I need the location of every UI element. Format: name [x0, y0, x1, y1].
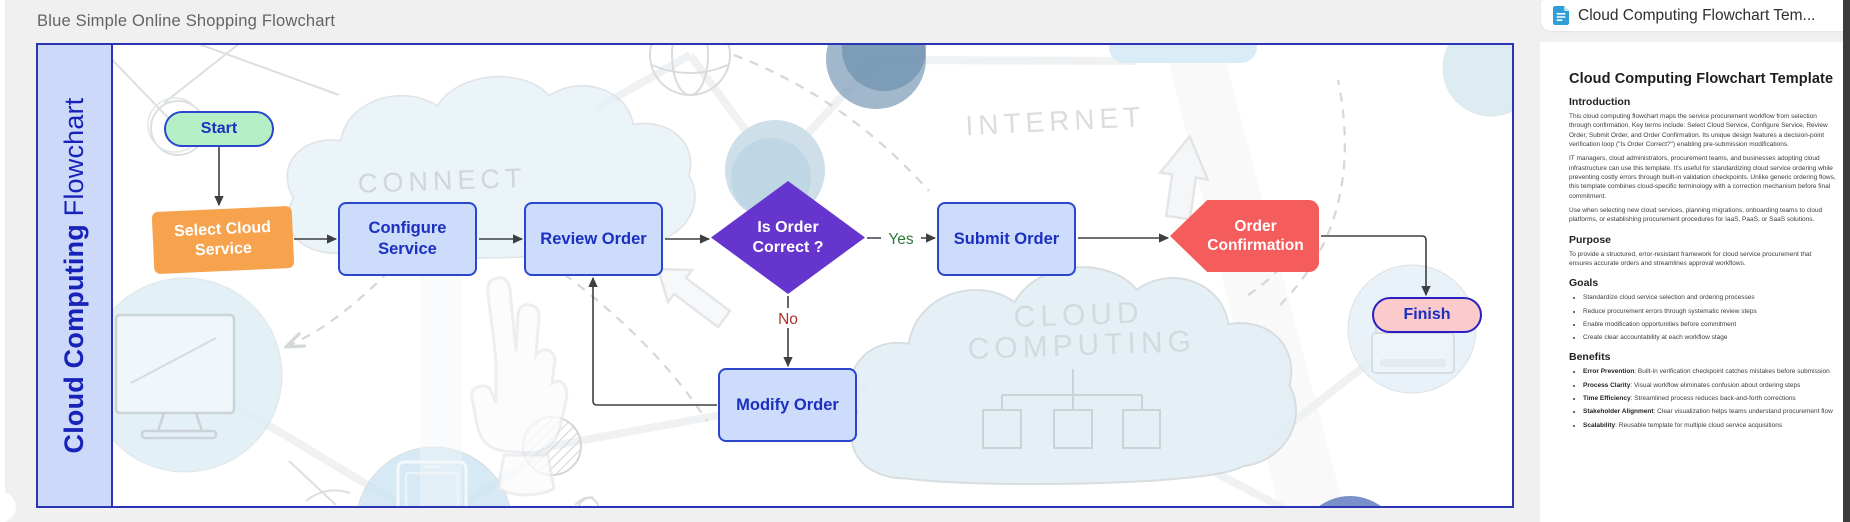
benefit-item: Process Clarity: Visual workflow elimina…: [1583, 381, 1836, 390]
node-modify-order[interactable]: Modify Order: [718, 368, 857, 442]
document-tab[interactable]: Cloud Computing Flowchart Tem...: [1541, 0, 1844, 31]
node-submit-order[interactable]: Submit Order: [937, 202, 1076, 276]
goal-item: Create clear accountability at each work…: [1583, 333, 1836, 342]
doodle-circle-dark: [826, 43, 926, 109]
goal-item: Standardize cloud service selection and …: [1583, 293, 1836, 302]
document-tab-title: Cloud Computing Flowchart Tem...: [1578, 6, 1816, 24]
benefit-term: Scalability: [1583, 421, 1616, 429]
purpose-paragraph: To provide a structured, error-resistant…: [1569, 250, 1812, 268]
node-label: Review Order: [540, 229, 647, 248]
doodle-cloud-topright: [1109, 43, 1257, 63]
goal-item: Reduce procurement errors through system…: [1583, 307, 1836, 316]
intro-paragraph: Use when selecting new cloud services, p…: [1569, 206, 1823, 224]
document-panel[interactable]: Cloud Computing Flowchart Template Intro…: [1540, 42, 1844, 522]
benefit-term: Process Clarity: [1583, 381, 1631, 389]
sidebar-title-regular: Flowchart: [59, 97, 89, 225]
document-title: Cloud Computing Flowchart Template: [1569, 71, 1834, 87]
doodle-swirl: [574, 496, 600, 508]
doodle-arrow-up: [1157, 133, 1210, 221]
doodle-arc-bottom: [305, 489, 351, 502]
benefit-item: Error Prevention: Built-in verification …: [1583, 367, 1836, 376]
benefit-item: Time Efficiency: Streamlined process red…: [1583, 394, 1836, 403]
doodle-dashed-arc-mid: [563, 273, 708, 422]
doodle-circle-bottomdark: [1316, 496, 1384, 508]
no-label-bg[interactable]: [773, 308, 803, 328]
window-left-edge: [0, 0, 5, 522]
doodle-dashed-arc-right: [1279, 79, 1347, 306]
node-label: Start: [200, 120, 238, 137]
doodle-cloud-word1: CLOUD: [1013, 296, 1144, 334]
doodle-cloud-word2: COMPUTING: [967, 325, 1196, 366]
edge-modify-review[interactable]: [588, 276, 717, 406]
edge-no-label[interactable]: No: [778, 311, 798, 328]
sidebar-title: Cloud Computing Flowchart: [36, 43, 113, 508]
edge-yes-label[interactable]: Yes: [888, 231, 914, 248]
sidebar-title-bold: Cloud Computing: [59, 224, 89, 454]
doodle-hand-cursor: [420, 260, 569, 508]
node-finish[interactable]: Finish: [1372, 297, 1482, 333]
doodle-monitor: [87, 277, 283, 473]
benefit-term: Time Efficiency: [1583, 394, 1631, 402]
doodle-connect-text: CONNECT: [357, 163, 526, 199]
benefit-item: Scalability: Reusable template for multi…: [1583, 421, 1836, 430]
intro-paragraph: IT managers, cloud administrators, procu…: [1569, 155, 1836, 200]
window-right-edge: [1843, 0, 1850, 522]
benefit-term: Error Prevention: [1583, 368, 1635, 376]
node-label: Submit Order: [953, 229, 1060, 248]
benefit-item: Stakeholder Alignment: Clear visualizati…: [1583, 407, 1836, 416]
goals-heading: Goals: [1569, 277, 1599, 290]
yes-label-bg[interactable]: [881, 228, 921, 248]
flowchart-canvas[interactable]: CONNECT INTERNET: [36, 43, 1514, 508]
intro-heading: Introduction: [1569, 96, 1631, 108]
benefit-desc: : Clear visualization helps teams unders…: [1653, 408, 1833, 416]
doodle-server-tree: [982, 369, 1161, 449]
benefit-desc: : Streamlined process reduces back-and-f…: [1630, 394, 1796, 402]
edge-confirm-finish[interactable]: [1321, 235, 1431, 297]
doodle-diagonal-band: [1164, 43, 1344, 508]
node-review-order[interactable]: Review Order: [524, 202, 663, 276]
benefit-desc: : Built-in verification checkpoint catch…: [1634, 368, 1830, 376]
node-label: Finish: [1403, 306, 1451, 323]
benefits-heading: Benefits: [1569, 351, 1611, 364]
canvas-sidebar: Cloud Computing Flowchart: [36, 43, 113, 508]
doodle-tablet: [357, 446, 511, 508]
node-label: Modify Order: [736, 395, 839, 414]
goal-item: Enable modification opportunities before…: [1583, 320, 1836, 329]
benefit-desc: : Visual workflow eliminates confusion a…: [1630, 381, 1801, 389]
benefit-term: Stakeholder Alignment: [1583, 408, 1654, 416]
doodle-arrow-upleft: [656, 267, 732, 329]
benefit-desc: : Reusable template for multiple cloud s…: [1615, 421, 1783, 429]
doodle-dashed-arc-left: [288, 270, 390, 346]
doodle-globe: [649, 43, 731, 96]
doodle-circle-topright: [1442, 43, 1514, 117]
benefits-list: Error Prevention: Built-in verification …: [1569, 367, 1836, 429]
purpose-heading: Purpose: [1569, 233, 1612, 246]
doodle-internet-text: INTERNET: [965, 101, 1146, 141]
intro-paragraph: This cloud computing flowchart maps the …: [1569, 113, 1828, 149]
doodle-dashed-diagonal: [733, 53, 930, 192]
goals-list: Standardize cloud service selection and …: [1569, 293, 1836, 342]
document-icon: [1553, 6, 1570, 25]
page-title: Blue Simple Online Shopping Flowchart: [37, 12, 336, 30]
window-left-corner: [0, 492, 16, 522]
node-start[interactable]: Start: [164, 111, 274, 147]
